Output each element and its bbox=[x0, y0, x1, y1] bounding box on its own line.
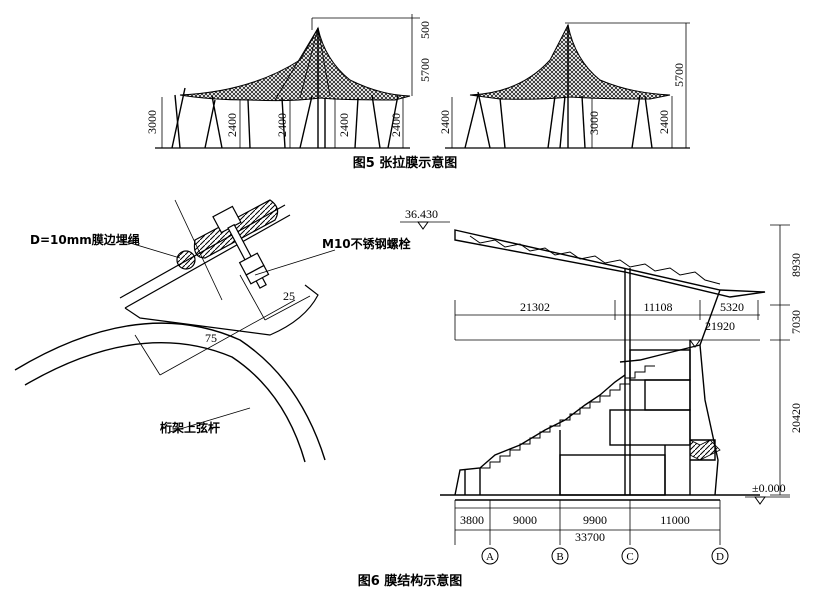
dim-2400-b: 2400 bbox=[275, 113, 289, 137]
dim-21302: 21302 bbox=[520, 300, 550, 314]
dim-7030: 7030 bbox=[789, 310, 803, 334]
dim-21920: 21920 bbox=[705, 319, 735, 333]
fig5-right-membrane bbox=[445, 22, 690, 149]
fig5-left-membrane bbox=[155, 14, 420, 149]
dim-500: 500 bbox=[418, 21, 432, 39]
dim-25: 25 bbox=[283, 289, 295, 303]
axis-d-circle bbox=[711, 547, 729, 565]
dim-5320: 5320 bbox=[720, 300, 744, 314]
rope-label: D=10mm膜边埋绳 bbox=[30, 232, 140, 247]
fig6-section bbox=[400, 221, 790, 565]
bay-9900: 9900 bbox=[583, 513, 607, 527]
fig6-section-labels: 36.430 ±0.000 21302 11108 5320 21920 893… bbox=[405, 207, 803, 563]
dim-20420: 20420 bbox=[789, 403, 803, 433]
dim-11108: 11108 bbox=[643, 300, 672, 314]
dim-2400-a: 2400 bbox=[225, 113, 239, 137]
axis-b: B bbox=[556, 551, 563, 563]
dim-8930: 8930 bbox=[789, 253, 803, 277]
dim-2400-c: 2400 bbox=[337, 113, 351, 137]
axis-c-circle bbox=[621, 547, 639, 565]
axis-d: D bbox=[716, 551, 724, 563]
dim-5700-r: 5700 bbox=[672, 63, 686, 87]
axis-c: C bbox=[626, 551, 633, 563]
dim-2400-r1: 2400 bbox=[438, 110, 452, 134]
fig5-caption: 图5 张拉膜示意图 bbox=[353, 155, 458, 171]
axis-b-circle bbox=[551, 547, 569, 565]
fig6-detail-labels: D=10mm膜边埋绳 M10不锈钢螺栓 桁架上弦杆 75 25 bbox=[30, 232, 411, 435]
bay-3800: 3800 bbox=[460, 513, 484, 527]
total-33700: 33700 bbox=[575, 530, 605, 544]
dim-2400-r2: 2400 bbox=[657, 110, 671, 134]
bay-9000: 9000 bbox=[513, 513, 537, 527]
dim-3000: 3000 bbox=[145, 110, 159, 134]
elev-ground: ±0.000 bbox=[752, 481, 786, 495]
dim-2400-d: 2400 bbox=[389, 113, 403, 137]
bay-11000: 11000 bbox=[660, 513, 690, 527]
fig5-left-dimensions: 500 5700 3000 2400 2400 2400 2400 bbox=[145, 21, 432, 137]
fig6-caption: 图6 膜结构示意图 bbox=[358, 573, 463, 589]
fig6-detail bbox=[14, 199, 336, 463]
dim-75: 75 bbox=[205, 331, 217, 345]
axis-a-circle bbox=[481, 547, 499, 565]
elev-top: 36.430 bbox=[405, 207, 438, 221]
dim-5700: 5700 bbox=[418, 58, 432, 82]
dim-3000-r: 3000 bbox=[587, 111, 601, 135]
truss-label: 桁架上弦杆 bbox=[160, 420, 220, 435]
bolt-label: M10不锈钢螺栓 bbox=[322, 236, 411, 251]
axis-a: A bbox=[486, 551, 494, 563]
fig5-right-dimensions: 5700 2400 3000 2400 bbox=[438, 63, 686, 135]
